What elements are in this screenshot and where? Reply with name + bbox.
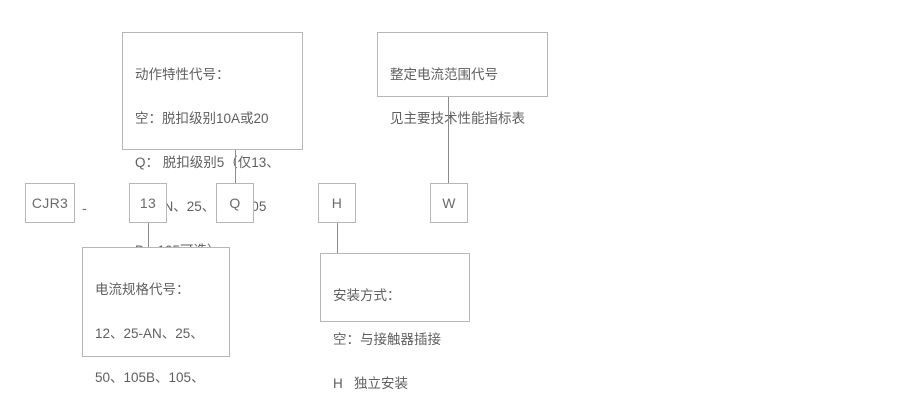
note-setting-current-range: 整定电流范围代号 见主要技术性能指标表 <box>377 32 548 126</box>
code-box-setting-current-range-label: W <box>442 195 456 211</box>
connector-mounting-type <box>337 223 338 253</box>
connector-current-spec <box>148 223 149 247</box>
note-current-spec: 电流规格代号： 12、25-AN、25、 50、105B、105、 160B、1… <box>82 247 230 385</box>
code-box-setting-current-range[interactable]: W <box>430 183 468 223</box>
note-mounting-type-line-1: 安装方式： <box>333 288 401 303</box>
separator-hyphen: - <box>82 200 87 216</box>
note-current-spec-line-3: 50、105B、105、 <box>95 370 205 385</box>
note-trip-characteristic-line-3: Q： 脱扣级别5（仅13、 <box>135 155 280 170</box>
code-box-mounting-label: H <box>331 195 343 211</box>
note-mounting-type: 安装方式： 空：与接触器插接 H 独立安装 <box>320 253 470 391</box>
code-box-series[interactable]: CJR3 <box>25 183 75 223</box>
code-box-current-spec[interactable]: 13 <box>129 183 167 223</box>
code-box-series-label: CJR3 <box>31 195 69 211</box>
note-current-spec-line-1: 电流规格代号： <box>95 282 190 297</box>
note-current-spec-line-2: 12、25-AN、25、 <box>95 326 204 341</box>
code-box-current-spec-label: 13 <box>139 195 157 211</box>
note-trip-characteristic-line-1: 动作特性代号： <box>135 67 230 82</box>
connector-trip-characteristic <box>235 150 236 183</box>
note-setting-current-range-line-2: 见主要技术性能指标表 <box>390 111 525 126</box>
code-box-trip-characteristic[interactable]: Q <box>216 183 254 223</box>
note-mounting-type-line-2: 空：与接触器插接 <box>333 332 441 347</box>
code-box-mounting[interactable]: H <box>318 183 356 223</box>
note-mounting-type-line-3: H 独立安装 <box>333 376 409 391</box>
note-trip-characteristic: 动作特性代号： 空：脱扣级别10A或20 Q： 脱扣级别5（仅13、 25-AN… <box>122 32 303 258</box>
connector-setting-current-range <box>448 97 449 183</box>
note-trip-characteristic-line-2: 空：脱扣级别10A或20 <box>135 111 269 126</box>
code-box-trip-characteristic-label: Q <box>229 195 241 211</box>
note-setting-current-range-line-1: 整定电流范围代号 <box>390 67 498 82</box>
